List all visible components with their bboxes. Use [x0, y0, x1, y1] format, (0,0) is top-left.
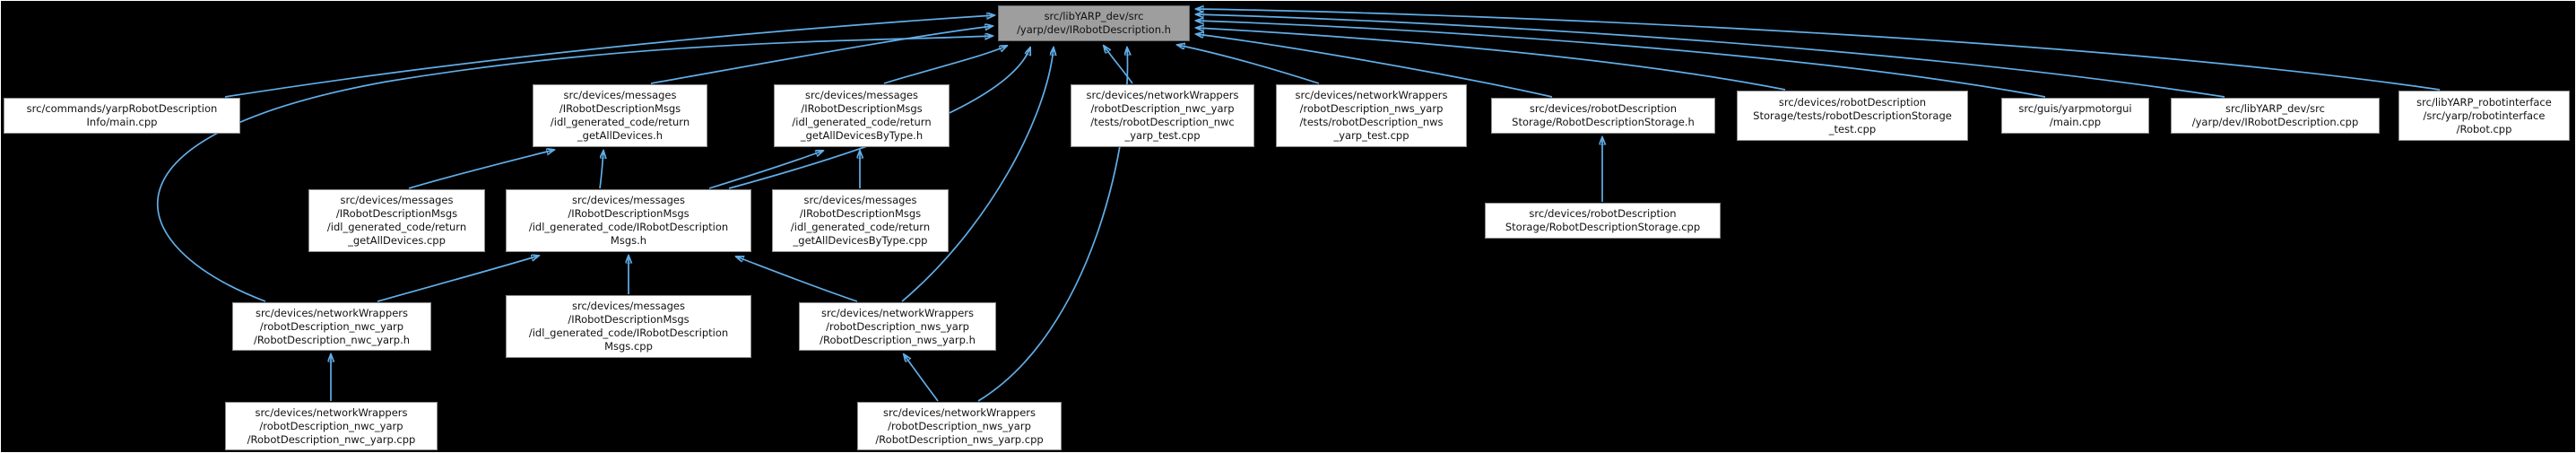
- node-yarprobotdescriptioninfo-main-cpp[interactable]: src/commands/yarpRobotDescription Info/m…: [4, 98, 240, 134]
- node-irobotdescriptionmsgs-cpp[interactable]: src/devices/messages /IRobotDescriptionM…: [506, 295, 751, 358]
- edge-cmd_main-to-root: [224, 15, 994, 98]
- edge-nws_cpp-to-nws_h: [904, 354, 939, 402]
- edge-msgs_h-to-ret_all_h: [599, 151, 603, 189]
- node-yarpmotorgui-main-cpp[interactable]: src/guis/yarpmotorgui /main.cpp: [2001, 98, 2149, 134]
- node-return-getalldevices-cpp[interactable]: src/devices/messages /IRobotDescriptionM…: [308, 189, 485, 252]
- node-irobotdescriptionmsgs-h[interactable]: src/devices/messages /IRobotDescriptionM…: [506, 189, 751, 252]
- node-robotdescription-nws-yarp-h[interactable]: src/devices/networkWrappers /robotDescri…: [799, 302, 996, 351]
- edge-nwc_test-to-root: [1104, 46, 1133, 84]
- edge-nwc_h-to-msgs_h: [377, 256, 539, 302]
- node-robotdescription-nwc-yarp-h[interactable]: src/devices/networkWrappers /robotDescri…: [232, 302, 431, 351]
- node-irobotdescription-h[interactable]: src/libYARP_dev/src /yarp/dev/IRobotDesc…: [998, 5, 1190, 41]
- node-robotdescription-nwc-yarp-cpp[interactable]: src/devices/networkWrappers /robotDescri…: [225, 402, 438, 450]
- edge-storage_test-to-root: [1196, 28, 1786, 91]
- edge-nwc_h-to-root: [157, 36, 993, 302]
- edge-ret_type_h-to-root: [883, 46, 1007, 84]
- edge-storage_h-to-root: [1196, 34, 1553, 98]
- edge-ret_all_h-to-root: [650, 26, 993, 84]
- node-return-getalldevicesbytype-h[interactable]: src/devices/messages /IRobotDescriptionM…: [774, 84, 950, 147]
- node-robotdescription-nws-yarp-test-cpp[interactable]: src/devices/networkWrappers /robotDescri…: [1276, 84, 1467, 147]
- edge-msgs_h-to-ret_type_h: [708, 151, 823, 189]
- node-robotdescription-nws-yarp-cpp[interactable]: src/devices/networkWrappers /robotDescri…: [857, 402, 1062, 450]
- edge-nws_h-to-msgs_h: [736, 257, 858, 302]
- node-irobotdescription-cpp[interactable]: src/libYARP_dev/src /yarp/dev/IRobotDesc…: [2171, 98, 2380, 134]
- node-robotdescriptionstorage-h[interactable]: src/devices/robotDescription Storage/Rob…: [1491, 98, 1715, 134]
- node-robotdescription-nwc-yarp-test-cpp[interactable]: src/devices/networkWrappers /robotDescri…: [1071, 84, 1254, 147]
- node-robotdescriptionstorage-cpp[interactable]: src/devices/robotDescription Storage/Rob…: [1485, 203, 1721, 239]
- node-robotinterface-robot-cpp[interactable]: src/libYARP_robotinterface /src/yarp/rob…: [2398, 91, 2570, 141]
- edge-robot_cpp-to-root: [1196, 9, 2441, 91]
- edge-ird_cpp-to-root: [1196, 14, 2225, 98]
- node-robotdescriptionstorage-test-cpp[interactable]: src/devices/robotDescription Storage/tes…: [1737, 91, 1968, 141]
- node-return-getalldevicesbytype-cpp[interactable]: src/devices/messages /IRobotDescriptionM…: [772, 189, 949, 252]
- edge-gui_main-to-root: [1196, 21, 2046, 98]
- edge-nws_h-to-root: [901, 48, 1054, 302]
- node-return-getalldevices-h[interactable]: src/devices/messages /IRobotDescriptionM…: [533, 84, 707, 147]
- edge-ret_all_cpp-to-ret_all_h: [408, 150, 554, 189]
- edge-nws_test-to-root: [1177, 45, 1320, 84]
